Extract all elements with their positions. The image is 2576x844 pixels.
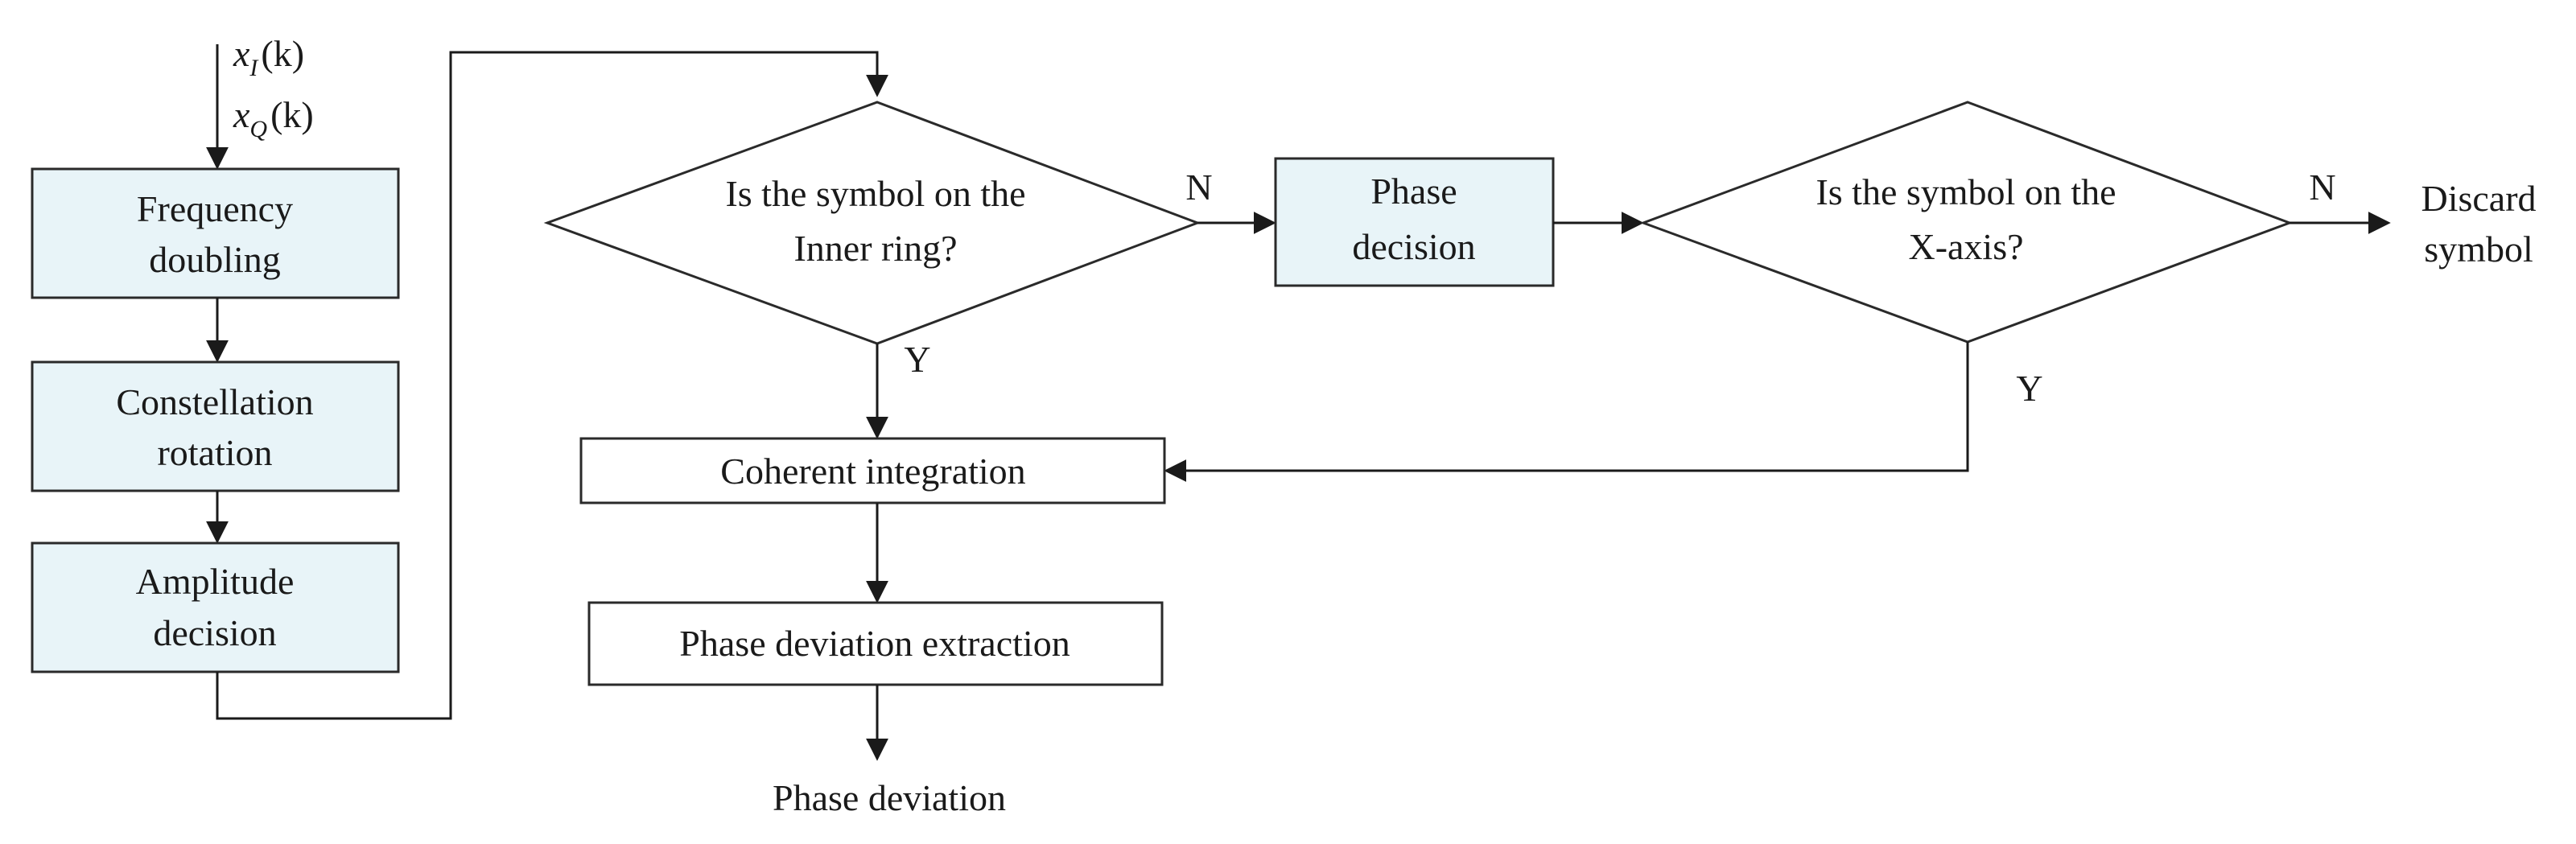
phase-deviation-extraction-label: Phase deviation extraction — [679, 623, 1070, 664]
frequency-doubling-box — [31, 167, 400, 299]
x-axis-yes-label: Y — [2016, 368, 2042, 409]
phase-deviation-output-label: Phase deviation — [773, 777, 1006, 818]
phase-decision-label-line2: decision — [1352, 226, 1475, 267]
x-axis-question-line2: X-axis? — [1908, 226, 2023, 267]
inner-ring-no-label: N — [1185, 167, 1212, 208]
inner-ring-decision-diamond — [543, 101, 1201, 345]
discard-symbol-line2: symbol — [2424, 228, 2533, 270]
inner-ring-question-line2: Inner ring? — [793, 228, 957, 269]
coherent-integration-label: Coherent integration — [720, 451, 1025, 492]
x-axis-decision-diamond — [1639, 101, 2294, 344]
inner-ring-question-line1: Is the symbol on the — [725, 173, 1025, 214]
amplitude-decision-label-line2: decision — [153, 612, 276, 653]
arrow-x-axis-to-coherent — [1164, 342, 1969, 482]
constellation-rotation-box — [31, 360, 400, 492]
frequency-doubling-label-line2: doubling — [149, 239, 281, 280]
constellation-rotation-label-line2: rotation — [157, 432, 272, 473]
phase-decision-label-line1: Phase — [1370, 171, 1457, 212]
input-xI-label: xI(k) — [233, 33, 304, 81]
input-xQ-label: xQ(k) — [233, 94, 314, 142]
phase-decision-box — [1274, 157, 1555, 287]
x-axis-question-line1: Is the symbol on the — [1816, 171, 2116, 212]
constellation-rotation-label-line1: Constellation — [116, 381, 313, 422]
phase-deviation-extraction-box — [587, 601, 1164, 686]
amplitude-decision-label-line1: Amplitude — [136, 561, 295, 602]
inner-ring-yes-label: Y — [904, 339, 930, 380]
discard-symbol-line1: Discard — [2421, 178, 2536, 219]
coherent-integration-box — [579, 437, 1166, 504]
x-axis-no-label: N — [2309, 167, 2335, 208]
amplitude-decision-box — [31, 541, 400, 673]
connector-amplitude-to-inner-ring — [216, 51, 888, 720]
frequency-doubling-label-line1: Frequency — [137, 188, 293, 229]
